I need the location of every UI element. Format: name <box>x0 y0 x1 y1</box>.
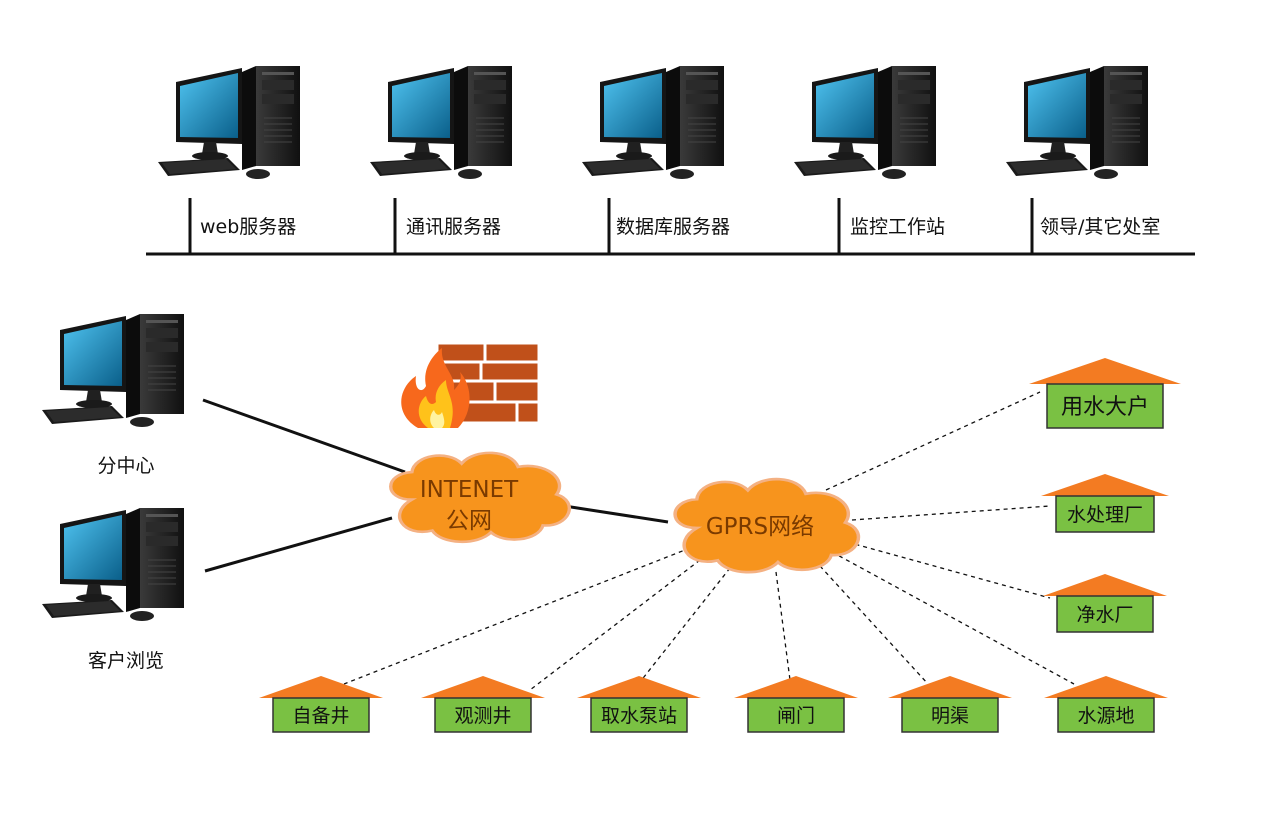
station-roof <box>259 676 383 698</box>
server-label: web服务器 <box>200 216 296 238</box>
computer-icon <box>157 65 301 180</box>
station-roof <box>734 676 858 698</box>
station-node: 净水厂 <box>1043 574 1167 633</box>
computer-icon <box>1005 65 1149 180</box>
station-box <box>1046 383 1164 429</box>
bottom-node-group: 自备井 观测井 取水泵站 闸门 明渠 水源地 <box>259 676 1168 733</box>
station-box <box>272 697 370 733</box>
station-label: 水处理厂 <box>1067 504 1143 526</box>
computer-icon <box>369 65 513 180</box>
client-node: 分中心 <box>41 313 185 477</box>
client-label: 客户浏览 <box>88 650 164 672</box>
station-node: 观测井 <box>421 676 545 733</box>
server-node: 数据库服务器 <box>581 65 730 254</box>
internet-cloud-title: INTENET <box>420 477 519 503</box>
link-gprs-source <box>831 551 1075 685</box>
link-gprs-pump <box>639 567 731 683</box>
link-gprs-user <box>825 391 1041 491</box>
link-gprs-canal <box>819 565 929 685</box>
computer-icon <box>41 507 185 622</box>
station-roof <box>1041 474 1169 496</box>
server-label: 通讯服务器 <box>406 216 501 238</box>
link-gprs-observe <box>529 559 701 691</box>
link-center-internet <box>202 398 406 474</box>
client-node: 客户浏览 <box>41 507 185 672</box>
link-gprs-gate <box>775 571 791 681</box>
link-internet-gprs <box>557 503 669 524</box>
station-node: 闸门 <box>734 676 858 733</box>
computer-icon <box>41 313 185 428</box>
link-gprs-well <box>343 547 691 685</box>
station-label: 自备井 <box>292 705 349 727</box>
station-roof <box>888 676 1012 698</box>
station-label: 观测井 <box>454 705 511 727</box>
server-label: 领导/其它处室 <box>1040 216 1160 238</box>
server-label: 数据库服务器 <box>616 216 730 238</box>
computer-icon <box>793 65 937 180</box>
gprs-links <box>343 391 1075 691</box>
station-label: 闸门 <box>777 705 815 727</box>
station-box <box>747 697 845 733</box>
server-node: 领导/其它处室 <box>1005 65 1160 254</box>
station-label: 净水厂 <box>1076 604 1133 626</box>
station-node: 明渠 <box>888 676 1012 733</box>
station-label: 取水泵站 <box>601 705 677 727</box>
station-box <box>901 697 999 733</box>
computer-icon <box>581 65 725 180</box>
station-roof <box>421 676 545 698</box>
station-box <box>1055 495 1155 533</box>
firewall-icon <box>401 343 539 428</box>
client-label: 分中心 <box>97 455 154 477</box>
link-gprs-treatment <box>851 505 1051 521</box>
station-box <box>590 697 688 733</box>
station-box <box>1056 595 1154 633</box>
station-label: 用水大户 <box>1061 395 1149 420</box>
link-gprs-purify <box>839 539 1051 599</box>
server-label: 监控工作站 <box>850 216 945 238</box>
station-label: 明渠 <box>931 705 969 727</box>
station-node: 用水大户 <box>1029 358 1181 429</box>
gprs-cloud-label: GPRS网络 <box>706 514 814 540</box>
server-node: web服务器 <box>157 65 301 254</box>
station-roof <box>1029 358 1181 384</box>
link-browse-internet <box>204 516 393 573</box>
station-roof <box>577 676 701 698</box>
station-roof <box>1044 676 1168 698</box>
station-box <box>1057 697 1155 733</box>
station-node: 水处理厂 <box>1041 474 1169 533</box>
server-row: web服务器 通讯服务器 数据库服务器 监控工作站 领导/其它处室 <box>157 65 1160 254</box>
station-box <box>434 697 532 733</box>
station-node: 自备井 <box>259 676 383 733</box>
station-roof <box>1043 574 1167 596</box>
internet-links <box>202 398 669 573</box>
server-node: 监控工作站 <box>793 65 945 254</box>
station-node: 取水泵站 <box>577 676 701 733</box>
station-node: 水源地 <box>1044 676 1168 733</box>
internet-cloud-subtitle: 公网 <box>446 508 492 534</box>
server-node: 通讯服务器 <box>369 65 513 254</box>
station-label: 水源地 <box>1077 705 1134 727</box>
